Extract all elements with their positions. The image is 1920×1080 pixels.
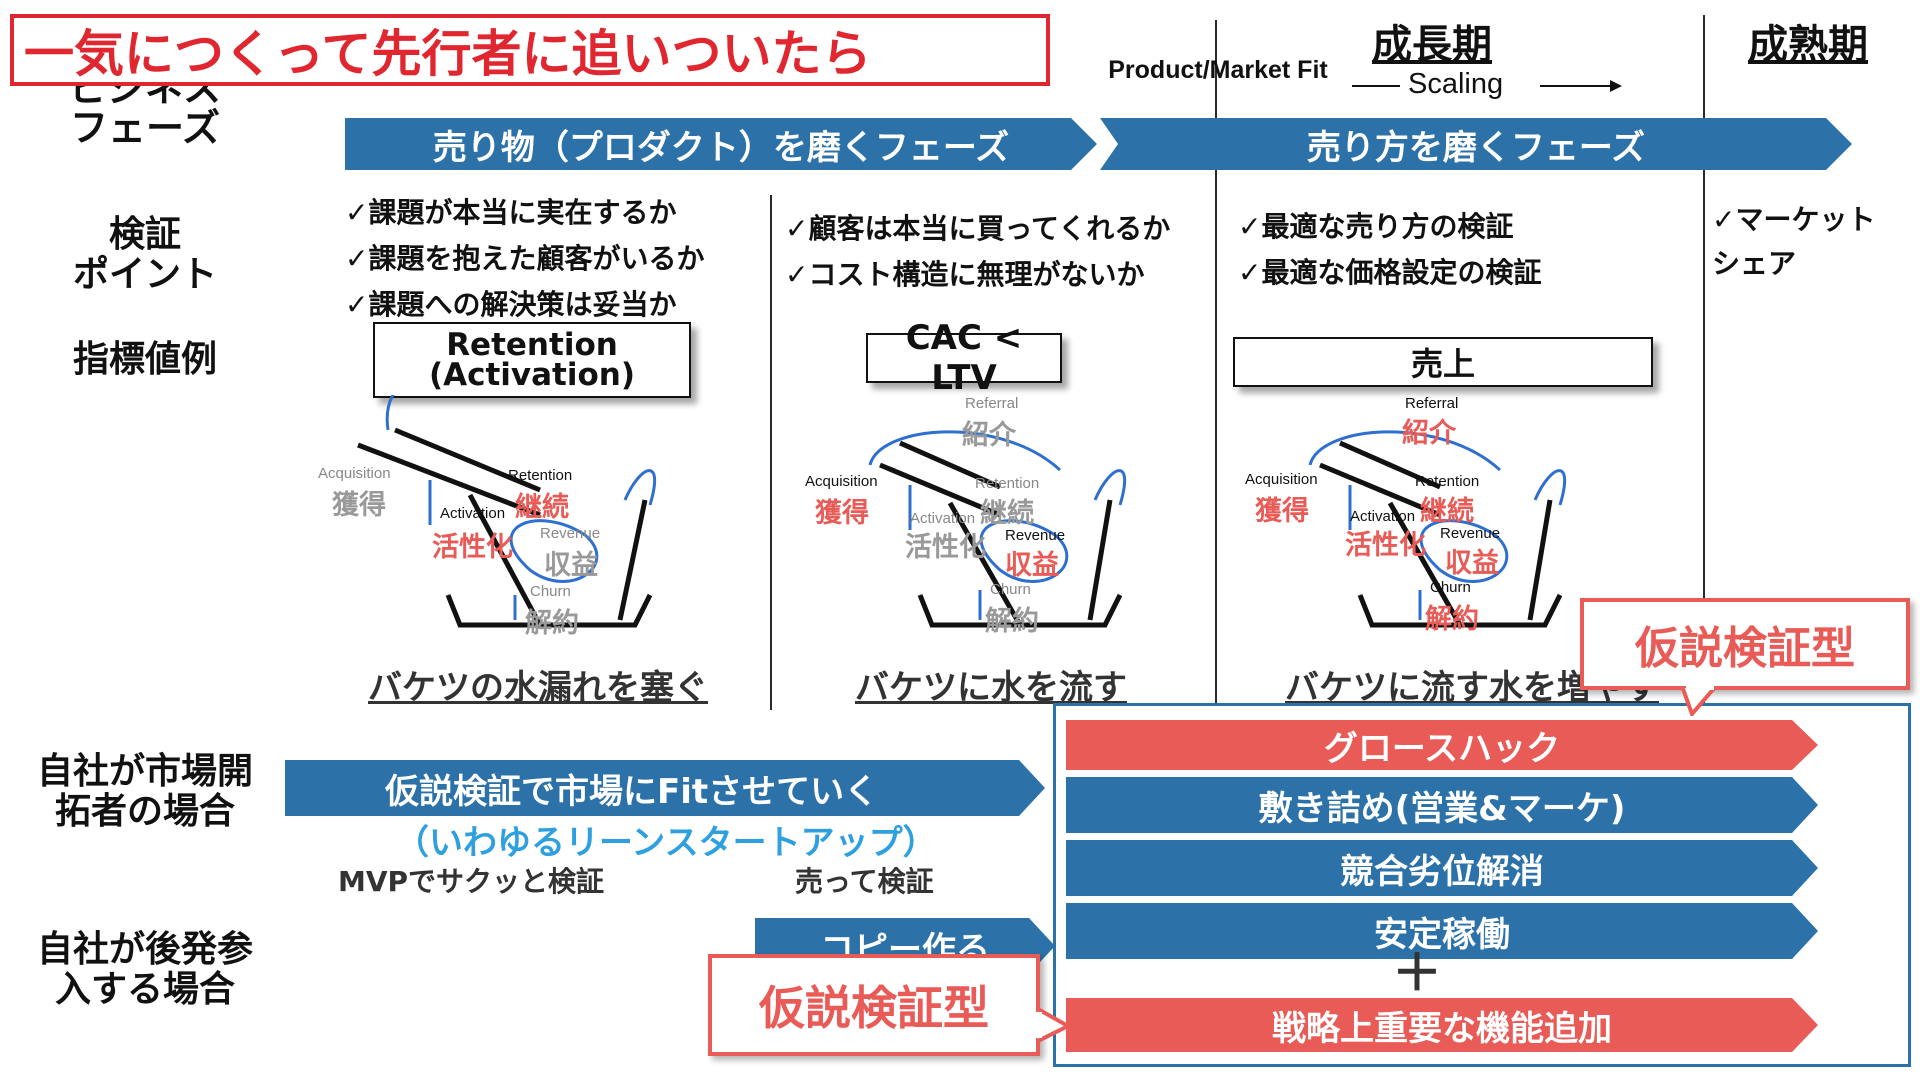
pioneer-label: 自社が市場開 拓者の場合 [36,751,253,832]
growth-phase-title: 成長期 [1372,22,1492,68]
label-activation-en: Activation [1350,508,1416,525]
funnel-bucket-graphic [357,395,657,628]
metric-sales-box: 売上 [1233,337,1653,387]
growth-item-growth-hack: グロースハック [1066,720,1818,770]
label-activation-jp: 活性化 [905,532,986,563]
label-retention-en: Retention [1415,473,1480,490]
label-revenue-jp: 収益 [544,550,598,581]
callout-hypothesis-bottom: 仮説検証型 [708,954,1040,1056]
callout-top-pointer [1680,686,1719,716]
funnel-diagram-1: Acquisition 獲得 Retention Activation 継続 活… [318,395,680,639]
lean-startup-label: （いわゆるリーンスタートアップ） [395,823,937,863]
funnel-bucket-graphic [868,430,1127,628]
selling-phase-banner: 売り方を磨くフェーズ [1100,118,1852,170]
label-referral-jp: 紹介 [1402,418,1456,449]
mvp-label: MVPでサクッと検証 [338,865,605,898]
mature-phase-title: 成熟期 [1748,22,1868,68]
label-retention-jp: 継続 [515,492,569,523]
check-item: ✓最適な価格設定の検証 [1238,256,1542,289]
divider-col1-col2 [770,195,772,710]
divider-mature [1703,15,1705,705]
phase-label: ビジネス フェーズ [68,66,221,150]
label-retention-en: Retention [975,475,1040,492]
funnel-bucket-graphic [1308,430,1567,628]
label-revenue-jp: 収益 [1445,548,1499,579]
metric-cac-ltv-box: CAC < LTV [866,318,1062,398]
metrics-label: 指標値例 [72,339,217,380]
checks-col4: ✓マーケット シェア [1712,198,1875,286]
label-churn-en: Churn [1430,579,1471,596]
checks-col3: ✓最適な売り方の検証 ✓最適な価格設定の検証 [1238,204,1541,296]
label-acquisition-en: Acquisition [1245,471,1318,488]
title-overlay: 一気につくって先行者に追いついたら [10,14,1050,86]
check-item: ✓最適な売り方の検証 [1238,210,1514,243]
pmf-label: Product/Market Fit [1108,56,1328,84]
label-churn-en: Churn [990,581,1031,598]
label-acquisition-jp: 獲得 [332,490,386,521]
label-churn-en: Churn [530,583,571,600]
label-retention-jp: 継続 [980,498,1034,529]
growth-item-stable-operation: 安定稼働 [1066,903,1818,959]
label-churn-jp: 解約 [525,608,579,639]
label-activation-en: Activation [910,510,976,527]
check-item: ✓課題が本当に実在するか [345,196,677,229]
label-acquisition-jp: 獲得 [815,498,869,529]
check-item: ✓課題への解決策は妥当か [345,288,677,321]
product-phase-banner: 売り物（プロダクト）を磨くフェーズ [345,118,1097,170]
callout-bottom-pointer [1036,1006,1072,1045]
callout-hypothesis-top: 仮説検証型 [1580,598,1910,690]
label-churn-jp: 解約 [1425,604,1479,635]
label-revenue-en: Revenue [1005,527,1066,544]
checks-col2: ✓顧客は本当に買ってくれるか ✓コスト構造に無理がないか [785,206,1170,298]
check-item: ✓マーケット [1712,203,1876,236]
label-revenue-jp: 収益 [1005,550,1059,581]
growth-item-competitive-gap: 競合劣位解消 [1066,840,1818,896]
label-activation-jp: 活性化 [432,532,513,563]
scaling-arrow: Scaling [1352,68,1622,104]
label-revenue-en: Revenue [1440,525,1501,542]
label-acquisition-jp: 獲得 [1255,496,1309,527]
metric-retention-box: Retention (Activation) [373,322,691,398]
plus-sign: ＋ [1392,944,1442,1002]
growth-item-strategic-features: 戦略上重要な機能追加 [1066,998,1818,1052]
label-referral-en: Referral [1405,395,1459,412]
funnel-diagram-3: Referral 紹介 Acquisition 獲得 Retention 継続 … [1240,395,1600,635]
label-acquisition-en: Acquisition [805,473,878,490]
title-overlay-text: 一気につくって先行者に追いついたら [24,25,872,83]
sell-verify-label: 売って検証 [795,865,934,898]
caption-col1: バケツの水漏れを塞ぐ [368,668,708,708]
funnel-diagram-2: Referral 紹介 Acquisition 獲得 Retention 継続 … [800,395,1160,637]
check-item: ✓課題を抱えた顧客がいるか [345,242,705,275]
label-retention-jp: 継続 [1420,496,1474,527]
label-revenue-en: Revenue [540,525,601,542]
label-activation-jp: 活性化 [1345,530,1426,561]
verify-points-label: 検証 ポイント [72,214,217,295]
caption-col2: バケツに水を流す [855,668,1127,708]
scaling-label: Scaling [1408,68,1504,100]
label-referral-jp: 紹介 [962,420,1016,451]
growth-item-sales-marketing: 敷き詰め(営業&マーケ) [1066,777,1818,833]
label-activation-en: Activation [440,505,506,522]
divider-pmf [1215,20,1217,710]
follower-label: 自社が後発参 入する場合 [36,929,253,1010]
check-item: シェア [1712,247,1797,280]
label-referral-en: Referral [965,395,1019,412]
check-item: ✓コスト構造に無理がないか [785,258,1145,291]
checks-col1: ✓課題が本当に実在するか ✓課題を抱えた顧客がいるか ✓課題への解決策は妥当か [345,190,704,328]
pioneer-banner: 仮説検証で市場にFitさせていく [285,760,1045,816]
check-item: ✓顧客は本当に買ってくれるか [785,212,1171,245]
label-retention-en: Retention [508,467,573,484]
label-acquisition-en: Acquisition [318,465,391,482]
label-churn-jp: 解約 [985,606,1039,637]
